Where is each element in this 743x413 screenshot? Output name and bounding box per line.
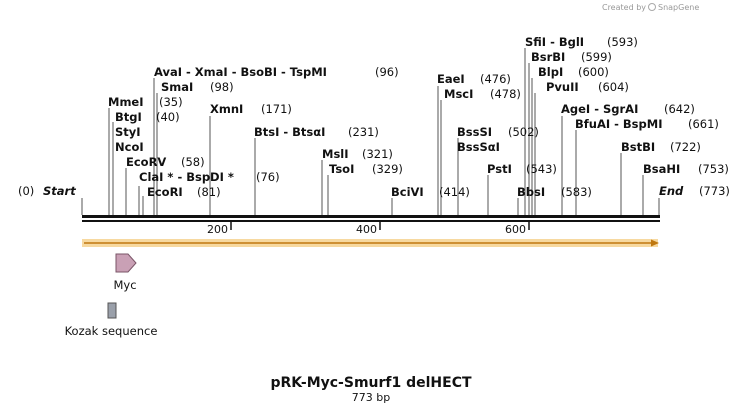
site-smai-label[interactable]: SmaI bbox=[161, 80, 193, 94]
site-avai-label[interactable]: AvaI - XmaI - BsoBI - TspMI bbox=[154, 65, 327, 79]
site-eaei-label[interactable]: EaeI bbox=[437, 72, 465, 86]
watermark-prefix: Created by bbox=[602, 3, 646, 12]
site-bstbi-label[interactable]: BstBI bbox=[621, 140, 655, 154]
site-bsssai-label[interactable]: BssSαI bbox=[457, 140, 500, 154]
site-msli-label[interactable]: MslI bbox=[322, 147, 349, 161]
ruler-label-200: 200 bbox=[207, 223, 228, 236]
kozak-label: Kozak sequence bbox=[65, 324, 158, 338]
start-pos: (0) bbox=[18, 184, 34, 198]
site-mmei-pos: (35) bbox=[159, 95, 183, 109]
site-clai-label[interactable]: ClaI * - BspDI * bbox=[139, 170, 234, 184]
kozak-feature-box[interactable] bbox=[107, 302, 117, 319]
site-bsrbi-pos: (599) bbox=[581, 50, 612, 64]
site-bsssi-pos: (502) bbox=[508, 125, 539, 139]
site-msci-label[interactable]: MscI bbox=[444, 87, 473, 101]
site-sfii-label[interactable]: SfiI - BglI bbox=[525, 35, 584, 49]
site-eaei-pos: (476) bbox=[480, 72, 511, 86]
site-ecorv-pos: (58) bbox=[181, 155, 205, 169]
site-tsoi-label[interactable]: TsoI bbox=[329, 162, 354, 176]
site-tsoi-pos: (329) bbox=[372, 162, 403, 176]
map-title: pRK-Myc-Smurf1 delHECT bbox=[270, 375, 472, 391]
site-styi-label[interactable]: StyI bbox=[115, 125, 141, 139]
myc-feature-arrow[interactable] bbox=[115, 253, 137, 273]
site-bsahi-label[interactable]: BsaHI bbox=[643, 162, 680, 176]
site-ecorv-label[interactable]: EcoRV bbox=[126, 155, 166, 169]
site-bcivi-pos: (414) bbox=[439, 185, 470, 199]
site-psti-pos: (543) bbox=[526, 162, 557, 176]
site-ncoi-label[interactable]: NcoI bbox=[115, 140, 144, 154]
site-bfuai-pos: (661) bbox=[688, 117, 719, 131]
site-mmei-label[interactable]: MmeI bbox=[108, 95, 144, 109]
ruler-ticks bbox=[230, 222, 530, 230]
myc-label: Myc bbox=[113, 278, 136, 292]
site-bsrbi-label[interactable]: BsrBI bbox=[531, 50, 565, 64]
site-blpi-label[interactable]: BlpI bbox=[538, 65, 563, 79]
site-pvuii-label[interactable]: PvuII bbox=[546, 80, 579, 94]
end-pos: (773) bbox=[699, 184, 730, 198]
site-bbsi-pos: (583) bbox=[561, 185, 592, 199]
ruler-label-400: 400 bbox=[356, 223, 377, 236]
site-agei-pos: (642) bbox=[664, 102, 695, 116]
start-label: Start bbox=[43, 184, 76, 198]
site-sfii-pos: (593) bbox=[607, 35, 638, 49]
site-btsi-pos: (231) bbox=[348, 125, 379, 139]
watermark-brand: SnapGene bbox=[658, 3, 699, 12]
site-avai-pos: (96) bbox=[375, 65, 399, 79]
site-bbsi-label[interactable]: BbsI bbox=[517, 185, 545, 199]
site-bcivi-label[interactable]: BciVI bbox=[391, 185, 424, 199]
site-bsahi-pos: (753) bbox=[698, 162, 729, 176]
cut-site-lines bbox=[81, 48, 660, 215]
snapgene-logo-icon bbox=[648, 3, 656, 11]
site-ecori-label[interactable]: EcoRI bbox=[147, 185, 183, 199]
map-length: 773 bp bbox=[352, 391, 390, 404]
dna-backbone-bottom bbox=[82, 220, 660, 222]
site-smai-pos: (98) bbox=[210, 80, 234, 94]
site-ecori-pos: (81) bbox=[197, 185, 221, 199]
dna-backbone-top bbox=[82, 215, 660, 218]
site-psti-label[interactable]: PstI bbox=[487, 162, 512, 176]
ruler-label-600: 600 bbox=[505, 223, 526, 236]
site-bfuai-label[interactable]: BfuAI - BspMI bbox=[575, 117, 662, 131]
site-btsi-label[interactable]: BtsI - BtsαI bbox=[254, 125, 325, 139]
site-btgi-label[interactable]: BtgI bbox=[115, 110, 142, 124]
site-msci-pos: (478) bbox=[490, 87, 521, 101]
site-bstbi-pos: (722) bbox=[670, 140, 701, 154]
site-bsssi-label[interactable]: BssSI bbox=[457, 125, 492, 139]
end-label: End bbox=[659, 184, 684, 198]
site-blpi-pos: (600) bbox=[578, 65, 609, 79]
site-clai-pos: (76) bbox=[256, 170, 280, 184]
site-pvuii-pos: (604) bbox=[598, 80, 629, 94]
site-msli-pos: (321) bbox=[362, 147, 393, 161]
site-btgi-pos: (40) bbox=[156, 110, 180, 124]
site-agei-label[interactable]: AgeI - SgrAI bbox=[561, 102, 638, 116]
site-xmni-pos: (171) bbox=[261, 102, 292, 116]
site-xmni-label[interactable]: XmnI bbox=[210, 102, 243, 116]
orf-arrowhead-icon bbox=[651, 239, 659, 247]
